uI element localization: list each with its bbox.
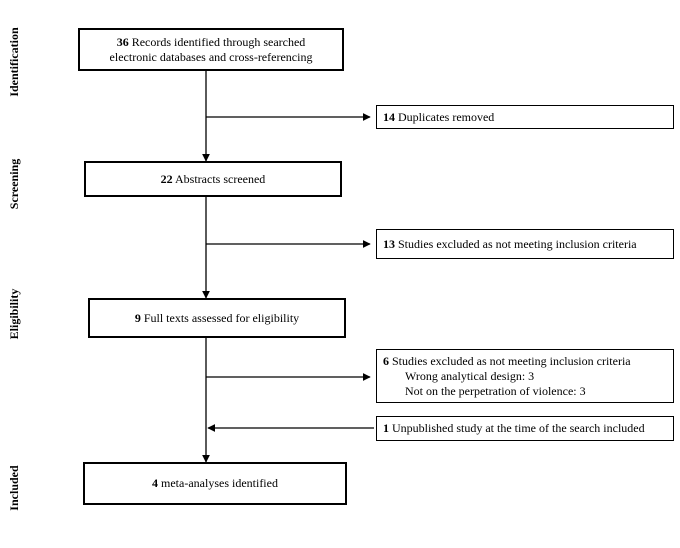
excluded-eligibility-box: 6 Studies excluded as not meeting inclus… [376, 349, 674, 403]
abstracts-count: 22 [160, 171, 173, 186]
unpublished-study-box: 1 Unpublished study at the time of the s… [376, 416, 674, 441]
excluded-screening-count: 13 [383, 236, 395, 251]
records-identified-box: 36 Records identified through searched e… [78, 28, 344, 71]
duplicates-count: 14 [383, 109, 395, 124]
excluded-eligibility-count: 6 [383, 353, 389, 368]
records-count: 36 [116, 34, 129, 49]
flow-connectors [202, 70, 374, 463]
exclusion-reason-2: Not on the perpetration of violence: 3 [405, 383, 586, 398]
unpublished-text: Unpublished study at the time of the sea… [392, 421, 645, 435]
meta-analyses-box: 4 meta-analyses identified [83, 462, 347, 505]
excluded-screening-box: 13 Studies excluded as not meeting inclu… [376, 229, 674, 259]
unpublished-count: 1 [383, 421, 389, 435]
fulltexts-text: Full texts assessed for eligibility [143, 310, 300, 325]
excluded-screening-text: Studies excluded as not meeting inclusio… [398, 236, 637, 251]
abstracts-text: Abstracts screened [175, 171, 266, 186]
records-line2: electronic databases and cross-referenci… [109, 49, 313, 64]
excluded-eligibility-text: Studies excluded as not meeting inclusio… [392, 353, 631, 368]
exclusion-reason-1: Wrong analytical design: 3 [405, 368, 535, 383]
duplicates-removed-box: 14 Duplicates removed [376, 105, 674, 129]
abstracts-screened-box: 22 Abstracts screened [84, 161, 342, 197]
meta-count: 4 [152, 476, 159, 490]
duplicates-text: Duplicates removed [398, 109, 495, 124]
fulltexts-count: 9 [134, 310, 141, 325]
fulltexts-assessed-box: 9 Full texts assessed for eligibility [88, 298, 346, 338]
records-line1: Records identified through searched [131, 34, 306, 49]
meta-text: meta-analyses identified [161, 476, 278, 490]
